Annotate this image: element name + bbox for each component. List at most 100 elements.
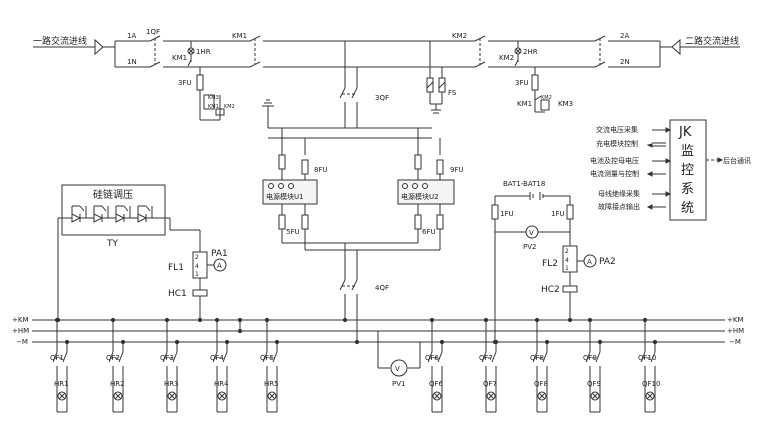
- feeder-hr-label: HR4: [214, 380, 229, 388]
- power-modules: 8FU 9FU 电源模块U1 电源模块U2 5FU 6FU: [262, 128, 464, 251]
- breaker-4qf-label: 4QF: [375, 284, 389, 292]
- left-contactor-column: KM1 1HR 3FU KM3 KM1 KM2: [172, 41, 235, 121]
- feeder-lamp-icon: [57, 391, 67, 401]
- fuse-5fu-label: 5FU: [286, 228, 300, 236]
- feeder-breaker-contact: [212, 351, 218, 363]
- bus-voltmeter-pv1: V PV1: [377, 331, 421, 388]
- ammeter-pa1-label: PA1: [211, 249, 228, 259]
- left-relay-coil-icon: [203, 94, 215, 110]
- sensor-hc1-label: HC1: [168, 289, 187, 299]
- left-km3-small-label: KM3: [208, 95, 219, 101]
- fuse-left-top-icon: [278, 154, 286, 170]
- ammeter-pa1-icon: [213, 258, 227, 272]
- feeder-hr-label: QF8: [534, 380, 548, 388]
- bus-hm-right-label: +HM: [727, 327, 744, 335]
- right-km1-label: KM1: [517, 100, 532, 108]
- main-km1-label: KM1: [232, 32, 247, 40]
- diode-2-icon: [93, 213, 104, 223]
- feeder-qf-label: QF6: [425, 354, 440, 362]
- svg-text:4: 4: [195, 263, 199, 270]
- lamp-2hr-label: 2HR: [523, 48, 538, 56]
- diode-4-icon: [137, 213, 148, 223]
- right-km3-label: KM3: [558, 100, 573, 108]
- left-km1-small-label: KM1: [208, 104, 219, 110]
- feeder-breaker-contact: [585, 351, 591, 363]
- power-module-u1-label: 电源模块U1: [266, 192, 304, 201]
- right-3fu-fuse-icon: [531, 74, 539, 91]
- feeder-qf-label: QF2: [106, 354, 120, 362]
- feeder-qf-label: QF5: [260, 354, 274, 362]
- breaker-3qf-label: 3QF: [375, 94, 389, 102]
- fuse-8fu-label: 8FU: [314, 166, 328, 174]
- breaker-4qf: 4QF: [339, 243, 389, 342]
- fuse-5fu-icon: [278, 214, 286, 230]
- fuse-8fu-icon: [301, 159, 309, 175]
- feeder-hr-label: HR5: [264, 380, 279, 388]
- feeder-qf-label: QF8: [530, 354, 544, 362]
- feeder-hr-label: QF6: [429, 380, 444, 388]
- ammeter-pa2-label: PA2: [599, 257, 616, 267]
- main-km2-label: KM2: [452, 32, 467, 40]
- svg-text:2: 2: [565, 248, 569, 255]
- feeder-hr-label: QF9: [587, 380, 601, 388]
- silicon-chain-regulator: 硅链调压 TY: [57, 184, 201, 320]
- feeder-qf-label: QF1: [50, 354, 64, 362]
- left-incoming-label: 一路交流进线: [33, 35, 87, 47]
- breaker-3qf: 3QF: [262, 41, 432, 139]
- right-3fu-label: 3FU: [515, 79, 529, 87]
- monitor-title-5: 统: [681, 201, 694, 216]
- bus-hm-left-label: +HM: [12, 327, 29, 335]
- svg-text:4: 4: [565, 257, 569, 264]
- left-ac-incoming: 一路交流进线 1A 1N 1QF: [33, 28, 250, 68]
- fs-label: FS: [448, 89, 457, 97]
- feeder-qf-label: QF4: [210, 354, 225, 362]
- bus-m-left-label: −M: [16, 338, 28, 346]
- shunt-fl2-label: FL2: [542, 259, 558, 269]
- regulator-title: 硅链调压: [93, 188, 133, 201]
- power-module-u2-label: 电源模块U2: [401, 192, 439, 201]
- feeder-lamp-icon: [590, 391, 600, 401]
- breaker-1qf-label: 1QF: [146, 28, 160, 36]
- feeder-breaker-contact: [427, 351, 433, 363]
- feeder-breaker-contact: [481, 351, 487, 363]
- bus-km-left-label: +KM: [12, 316, 29, 324]
- fuse-right-top-icon: [414, 154, 422, 170]
- phase-2n-label: 2N: [620, 58, 630, 66]
- svg-text:1: 1: [195, 271, 199, 278]
- fuse-9fu-label: 9FU: [450, 166, 464, 174]
- feeder-lamp-icon: [537, 391, 547, 401]
- fuse-6fu-icon: [414, 214, 422, 230]
- monitor-output-label: 后台通讯: [723, 156, 751, 165]
- phase-1a-label: 1A: [127, 32, 136, 40]
- phase-2a-label: 2A: [620, 32, 629, 40]
- phase-1n-label: 1N: [127, 58, 137, 66]
- ammeter-pa2-symbol: A: [587, 258, 592, 266]
- feeder-lamp-icon: [113, 391, 123, 401]
- fuse-6fu-b-icon: [436, 214, 444, 230]
- monitor-input-4: 电流测量与控制: [590, 169, 639, 178]
- regulator-name: TY: [106, 239, 118, 249]
- fuse-1fu-left-label: 1FU: [500, 210, 514, 218]
- svg-text:2: 2: [195, 254, 199, 261]
- feeder-breaker-contact: [262, 351, 268, 363]
- left-km2-small-label: KM2: [224, 104, 235, 110]
- right-ac-incoming: 2A 2N 二路交流进线: [594, 32, 740, 68]
- regulator-box: [61, 184, 166, 236]
- feeder-breaker-contact: [108, 351, 114, 363]
- feeder-lamp-icon: [645, 391, 655, 401]
- ac-contactor-bar: KM1 KM2: [232, 32, 595, 68]
- fuse-5fu-b-icon: [301, 214, 309, 230]
- feeder-breaker-contact: [532, 351, 538, 363]
- voltmeter-pv2-symbol: V: [529, 229, 534, 237]
- right-km2-small-label: KM2: [541, 95, 552, 101]
- feeder-circuits: QF1HR1QF2HR2QF3HR3QF4HR4QF5HR5QF6QF6QF7Q…: [50, 317, 660, 413]
- monitor-input-5: 母线绝缘采集: [598, 189, 640, 198]
- monitor-input-6: 故障接点输出: [598, 202, 640, 211]
- feeder-breaker-contact: [640, 351, 646, 363]
- bus-m-right-label: −M: [729, 338, 741, 346]
- right-km2-label: KM2: [499, 54, 514, 62]
- voltmeter-pv2-label: PV2: [523, 243, 536, 251]
- sensor-hc2-label: HC2: [541, 285, 560, 295]
- lamp-1hr-label: 1HR: [196, 48, 211, 56]
